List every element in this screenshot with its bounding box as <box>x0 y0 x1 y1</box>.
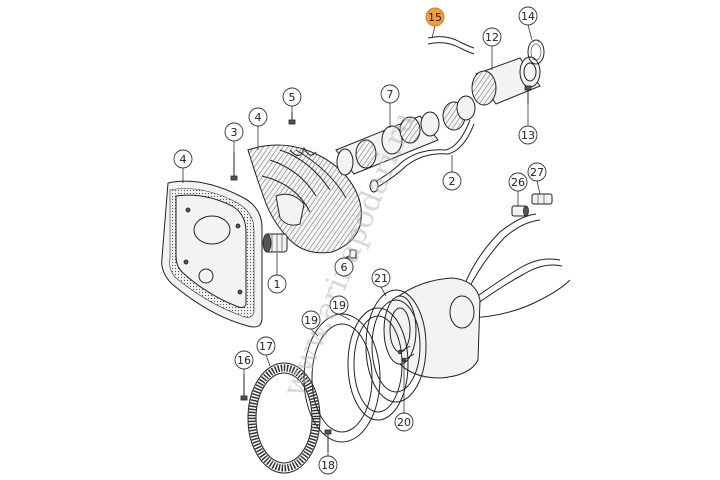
part-4-gasket-plate <box>161 180 263 328</box>
svg-text:18: 18 <box>321 459 335 472</box>
svg-text:4: 4 <box>180 153 187 166</box>
svg-text:26: 26 <box>511 176 525 189</box>
part-21-flange <box>365 289 427 403</box>
callout-5[interactable]: 5 <box>282 87 302 112</box>
part-13-screw <box>524 85 532 104</box>
callout-21[interactable]: 21 <box>371 268 391 297</box>
svg-text:2: 2 <box>449 175 456 188</box>
svg-text:5: 5 <box>289 91 296 104</box>
svg-text:21: 21 <box>374 272 388 285</box>
svg-text:14: 14 <box>521 10 535 23</box>
part-12-outer-sleeve <box>471 56 541 106</box>
svg-text:12: 12 <box>485 31 499 44</box>
callout-4-shell[interactable]: 4 <box>248 107 268 150</box>
part-27-fitting <box>531 193 553 205</box>
part-17-gasket <box>247 362 321 474</box>
callout-1[interactable]: 1 <box>267 253 287 294</box>
part-4-shell-housing <box>247 144 362 254</box>
callout-13[interactable]: 13 <box>518 104 538 145</box>
callout-27[interactable]: 27 <box>527 162 547 195</box>
svg-text:15: 15 <box>428 11 442 24</box>
callout-15-highlighted[interactable]: 15 <box>425 7 445 39</box>
part-2-cable <box>369 119 475 193</box>
svg-text:13: 13 <box>521 129 535 142</box>
callout-2[interactable]: 2 <box>442 155 462 191</box>
svg-text:7: 7 <box>387 88 394 101</box>
svg-text:6: 6 <box>341 261 348 274</box>
callout-26[interactable]: 26 <box>508 172 528 206</box>
callout-12[interactable]: 12 <box>482 27 502 70</box>
svg-text:17: 17 <box>259 340 273 353</box>
callout-3[interactable]: 3 <box>224 122 244 152</box>
part-15-hose <box>427 36 475 55</box>
part-18-screw <box>324 429 332 452</box>
callout-17[interactable]: 17 <box>256 336 276 367</box>
svg-text:19: 19 <box>304 314 318 327</box>
part-5-screw <box>288 112 296 125</box>
callout-18[interactable]: 18 <box>318 452 338 475</box>
svg-text:4: 4 <box>255 111 262 124</box>
part-16-screw <box>240 374 248 401</box>
callout-19-ring-a[interactable]: 19 <box>301 310 321 337</box>
part-19-ring-a <box>303 313 381 443</box>
svg-text:16: 16 <box>237 354 251 367</box>
callout-14[interactable]: 14 <box>518 6 538 41</box>
svg-text:19: 19 <box>332 299 346 312</box>
part-14-o-ring <box>527 39 545 65</box>
part-1-threaded-fitting <box>262 233 288 253</box>
callout-19-ring-b[interactable]: 19 <box>329 295 351 321</box>
callouts: 1 2 3 4 4 5 <box>173 6 547 475</box>
callout-20[interactable]: 20 <box>394 360 414 432</box>
part-7-inner-tube-assembly <box>335 95 476 176</box>
callout-6[interactable]: 6 <box>334 257 354 277</box>
callout-7[interactable]: 7 <box>380 84 400 128</box>
svg-text:20: 20 <box>397 416 411 429</box>
part-21-lamp-housing <box>383 213 571 379</box>
part-26-fitting <box>511 205 529 217</box>
callout-4-plate[interactable]: 4 <box>173 149 193 183</box>
svg-text:3: 3 <box>231 126 238 139</box>
callout-16[interactable]: 16 <box>234 350 254 374</box>
svg-text:1: 1 <box>274 278 281 291</box>
part-3-screw <box>230 152 238 181</box>
svg-text:27: 27 <box>530 166 544 179</box>
